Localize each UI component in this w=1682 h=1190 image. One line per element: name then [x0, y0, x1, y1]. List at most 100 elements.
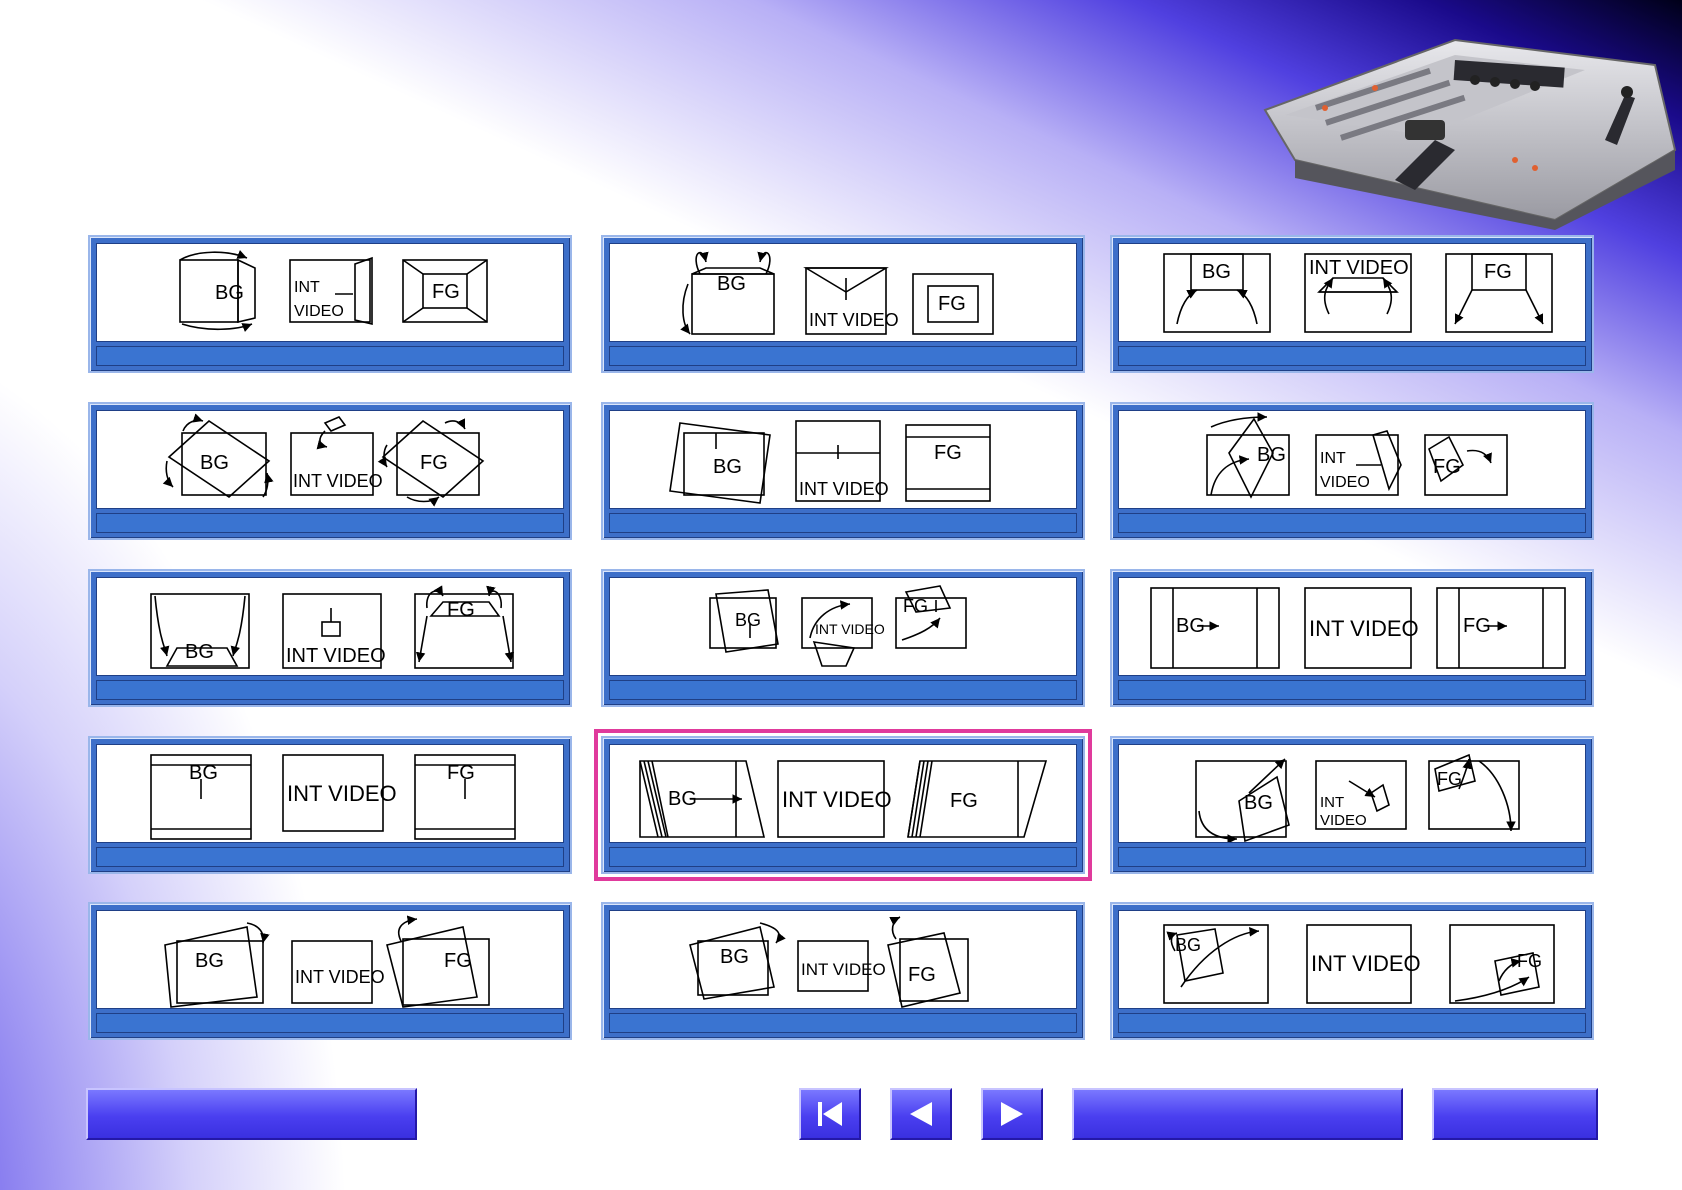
int-label: INT: [294, 279, 320, 296]
bg-label: BG: [185, 641, 214, 663]
pattern-caption: [96, 513, 564, 533]
pattern-preview: BG INT VIDEO FG: [609, 243, 1077, 342]
pattern-preview: BG INT VIDEO FG: [1118, 410, 1586, 509]
next-arrow-icon: [1001, 1102, 1023, 1126]
video-label: VIDEO: [1320, 474, 1370, 491]
previous-page-button[interactable]: [890, 1088, 952, 1140]
fg-label: FG: [447, 599, 475, 621]
transition-pattern-tile[interactable]: BG INT VIDEO FG: [1110, 402, 1594, 540]
pattern-diagram: BG INT VIDEO FG: [639, 760, 1048, 838]
fg-label: FG: [934, 442, 962, 464]
int-video-label: INT VIDEO: [1311, 951, 1421, 976]
pattern-caption: [96, 847, 564, 867]
pattern-caption: [96, 1013, 564, 1033]
transition-pattern-tile[interactable]: BG INT VIDEO FG: [88, 569, 572, 707]
pattern-caption: [609, 346, 1077, 366]
fg-label: FG: [444, 950, 472, 972]
bg-label: BG: [1257, 444, 1286, 466]
pattern-caption: [1118, 346, 1586, 366]
fg-label: FG: [1437, 769, 1462, 789]
pattern-caption: [96, 680, 564, 700]
fg-label: FG: [447, 762, 475, 784]
fg-label: FG: [1463, 615, 1491, 637]
fg-label: FG: [420, 452, 448, 474]
next-page-button[interactable]: [981, 1088, 1043, 1140]
bg-label: BG: [200, 452, 229, 474]
pattern-preview: BG INT VIDEO FG: [609, 410, 1077, 509]
transition-pattern-tile[interactable]: BG INT VIDEO FG: [601, 902, 1085, 1040]
int-video-label: INT VIDEO: [295, 967, 385, 987]
fg-label: FG: [938, 293, 966, 315]
pattern-diagram: BG INT VIDEO FG: [162, 413, 485, 507]
wide-nav-button[interactable]: [1072, 1088, 1403, 1140]
bg-label: BG: [189, 762, 218, 784]
right-nav-button[interactable]: [1432, 1088, 1598, 1140]
transition-pattern-tile[interactable]: BG INT VIDEO FG: [88, 402, 572, 540]
fg-label: FG: [950, 790, 978, 812]
int-video-label: INT VIDEO: [286, 645, 386, 667]
fg-label: FG: [1484, 261, 1512, 283]
bg-label: BG: [717, 273, 746, 295]
int-video-label: INT VIDEO: [801, 960, 886, 979]
int-video-label: INT VIDEO: [293, 471, 383, 491]
menu-button[interactable]: [86, 1088, 417, 1140]
pattern-diagram: BG INT VIDEO FG: [150, 585, 515, 669]
pattern-preview: BG INT VIDEO FG: [609, 910, 1077, 1009]
pattern-preview: BG INT VIDEO FG: [96, 910, 564, 1009]
pattern-caption: [609, 847, 1077, 867]
previous-arrow-icon: [910, 1102, 932, 1126]
int-label: INT: [1320, 450, 1346, 467]
transition-pattern-tile[interactable]: BG INT VIDEO FG: [88, 902, 572, 1040]
transition-pattern-tile[interactable]: BG INT VIDEO FG: [1110, 569, 1594, 707]
int-video-label: INT VIDEO: [1309, 257, 1409, 279]
fg-label: FG: [908, 964, 936, 986]
transition-pattern-tile[interactable]: BG INT VIDEO FG: [601, 235, 1085, 373]
pattern-preview: BG INT VIDEO FG: [96, 577, 564, 676]
fg-label: FG: [1433, 456, 1461, 478]
bg-label: BG: [713, 456, 742, 478]
pattern-caption: [1118, 1013, 1586, 1033]
video-label: VIDEO: [294, 303, 344, 320]
bg-label: BG: [720, 946, 749, 968]
pattern-diagram: BG INT VIDEO FG: [1206, 412, 1508, 499]
bg-label: BG: [735, 610, 761, 630]
pattern-diagram: BG INT VIDEO FG: [164, 915, 490, 1008]
bg-label: BG: [215, 282, 244, 304]
bg-label: BG: [195, 950, 224, 972]
bg-label: BG: [1244, 792, 1273, 814]
int-video-label: INT VIDEO: [782, 787, 892, 812]
int-label: INT: [1320, 794, 1344, 811]
skip-to-first-icon: [818, 1102, 842, 1126]
transition-pattern-tile[interactable]: BG INT VIDEO FG: [594, 729, 1092, 881]
fg-label: FG: [903, 596, 928, 616]
bg-label: BG: [1175, 935, 1201, 955]
int-video-label: INT VIDEO: [799, 479, 889, 499]
first-page-button[interactable]: [799, 1088, 861, 1140]
pattern-caption: [96, 346, 564, 366]
pattern-preview: BG INT VIDEO FG: [96, 410, 564, 509]
int-video-label: INT VIDEO: [1309, 616, 1419, 641]
video-label: VIDEO: [1320, 812, 1367, 829]
pattern-diagram: BG INT VIDEO FG: [680, 251, 994, 335]
transition-pattern-tile[interactable]: BG INT VIDEO FG: [601, 402, 1085, 540]
pattern-caption: [609, 1013, 1077, 1033]
int-video-label: INT VIDEO: [809, 310, 899, 330]
bg-label: BG: [668, 788, 697, 810]
bg-label: BG: [1176, 615, 1205, 637]
